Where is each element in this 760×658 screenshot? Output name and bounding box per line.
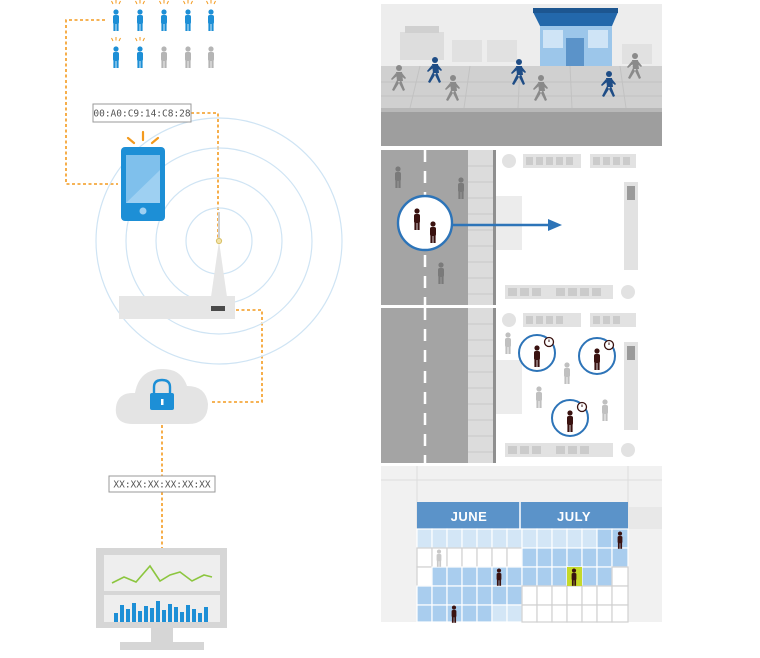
mac-address-text: 00:A0:C9:14:C8:28 [93, 109, 191, 120]
dwell-timer-icon [518, 334, 556, 372]
hashed-address-text: XX:XX:XX:XX:XX:XX [113, 480, 211, 491]
dwelling-visitors [518, 334, 616, 437]
return-visits-calendar: JUNE JULY [381, 466, 662, 623]
hashed-address-label: XX:XX:XX:XX:XX:XX [108, 475, 216, 493]
trend-line [111, 564, 213, 584]
street-entry-scene [381, 150, 662, 305]
people-crowd [111, 0, 216, 68]
connector-lines [65, 19, 263, 548]
month-june: JUNE [451, 509, 488, 524]
mac-address-label: 00:A0:C9:14:C8:28 [92, 103, 192, 123]
wifi-router-icon [119, 212, 235, 319]
blue-store [533, 8, 618, 68]
entering-visitors-icon [396, 194, 454, 252]
calendar-grid [416, 528, 629, 623]
analytics-monitor-icon [96, 548, 227, 650]
dwell-timer-icon [578, 337, 616, 375]
smartphone-icon [121, 130, 165, 221]
month-july: JULY [557, 509, 591, 524]
storefront-scene [381, 4, 662, 146]
unconnected-people [161, 46, 214, 68]
dwell-timer-icon [551, 399, 589, 437]
entry-arrow-icon [453, 219, 562, 231]
cloud-lock-icon [115, 368, 208, 424]
dwell-time-scene [381, 308, 662, 463]
bar-graph [114, 601, 208, 622]
